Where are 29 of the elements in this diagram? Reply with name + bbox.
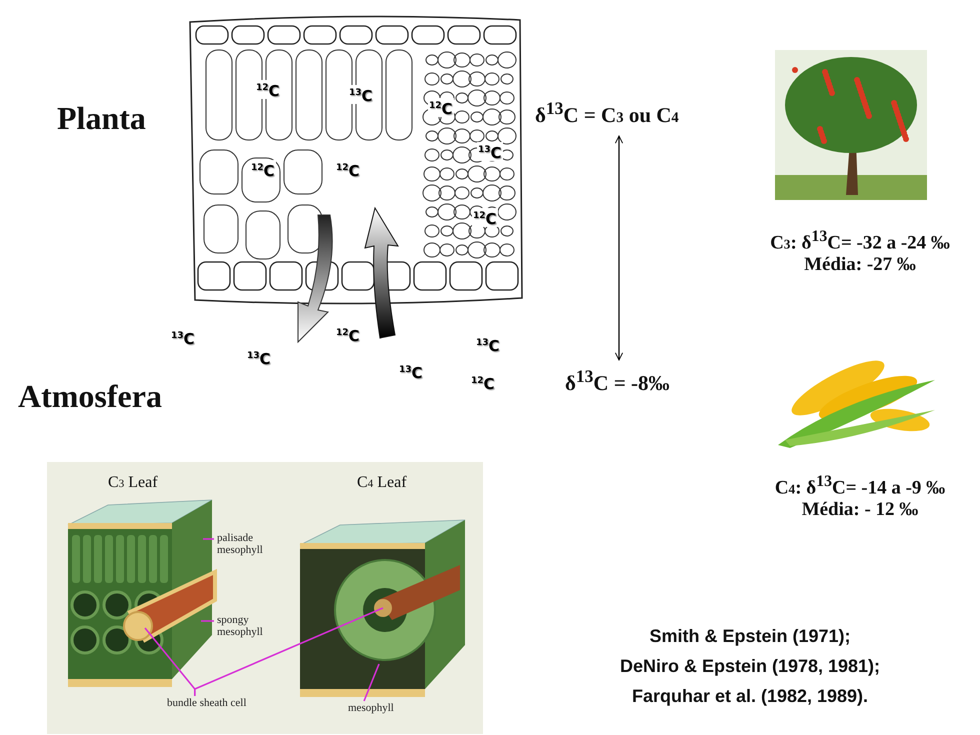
isotope-label: $^{13}$C [477, 142, 503, 161]
isotope-label: $^{13}$C [170, 328, 196, 347]
isotope-ratio-text: Média: - 12 ‰ [802, 499, 918, 521]
isotope-label: $^{13}$C [246, 348, 272, 367]
leaf-part-label: bundle sheath cell [167, 697, 246, 709]
isotope-label: $^{12}$C [470, 373, 496, 392]
isotope-label: $^{12}$C [250, 160, 276, 179]
isotope-label: $^{13}$C [348, 85, 374, 104]
isotope-label: $^{12}$C [428, 98, 454, 117]
isotope-label: $^{13}$C [475, 335, 501, 354]
leader-line [201, 620, 214, 622]
leaf-part-label: palisade mesophyll [217, 532, 287, 556]
double-arrow [614, 136, 624, 360]
isotope-ratio-text: Média: -27 ‰ [804, 254, 916, 276]
section-heading: Atmosfera [18, 378, 162, 415]
reference-text: DeNiro & Epstein (1978, 1981); [620, 656, 880, 677]
isotope-label: $^{12}$C [335, 160, 361, 179]
isotope-label: $^{12}$C [472, 208, 498, 227]
reference-text: Smith & Epstein (1971); [649, 626, 851, 647]
isotope-label: $^{12}$C [335, 325, 361, 344]
reference-text: Farquhar et al. (1982, 1989). [632, 686, 868, 707]
isotope-ratio-text: δ$^{13}$C = -8‰ [565, 366, 670, 396]
isotope-label: $^{12}$C [255, 80, 281, 99]
isotope-label: $^{13}$C [398, 362, 424, 381]
leader-line [194, 607, 384, 696]
leaf-part-label: mesophyll [348, 702, 394, 714]
leaf-part-label: spongy mesophyll [217, 614, 287, 638]
leader-line [203, 538, 214, 540]
section-heading: Planta [57, 100, 146, 137]
